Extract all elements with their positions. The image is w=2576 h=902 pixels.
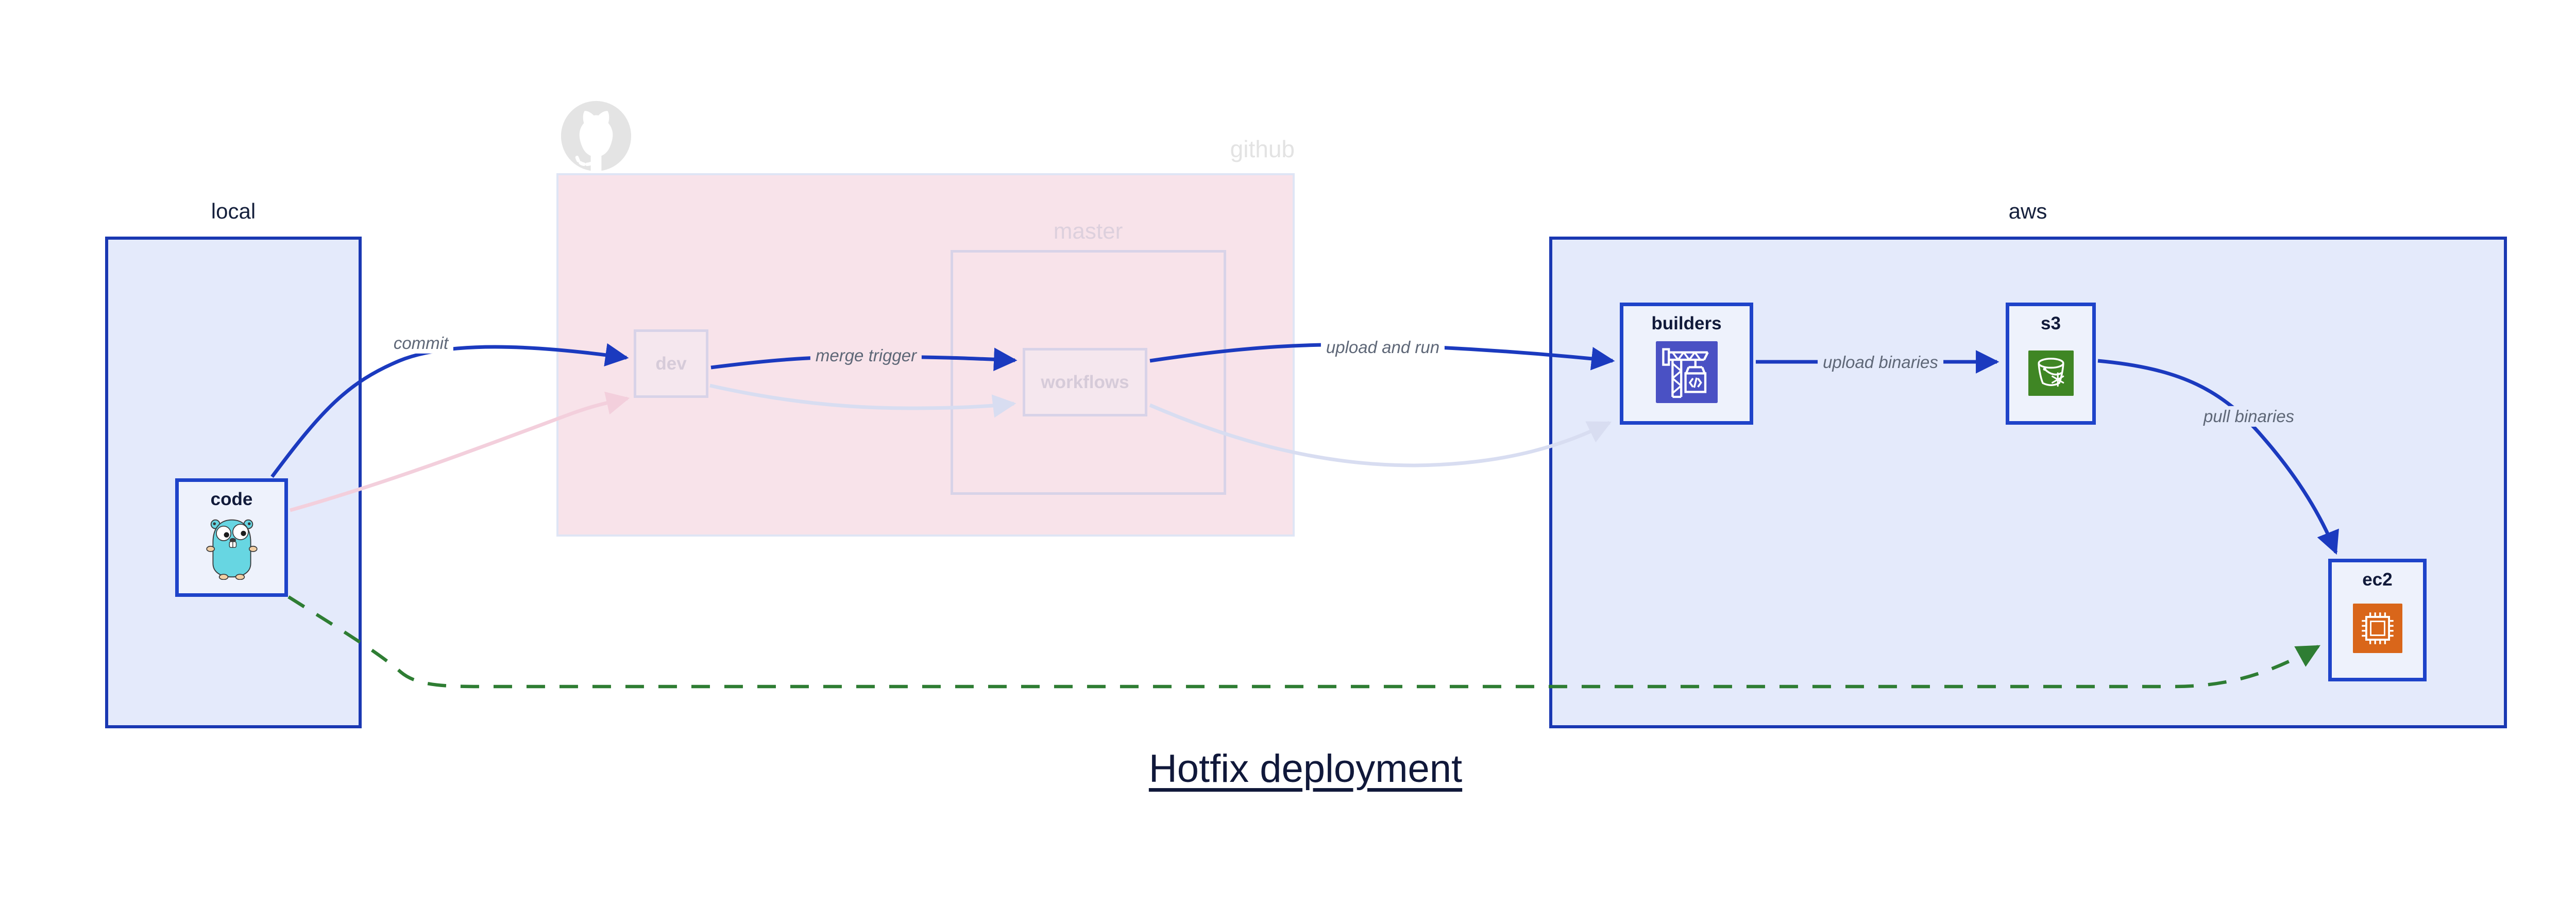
- node-s3-label: s3: [2041, 313, 2061, 333]
- group-local-label: local: [211, 199, 256, 223]
- node-dev-label: dev: [655, 353, 687, 374]
- edge-label-merge-trigger: merge trigger: [810, 345, 922, 366]
- group-master-label: master: [1053, 219, 1123, 244]
- group-github-label: github: [1230, 136, 1295, 162]
- node-ec2-label: ec2: [2362, 570, 2393, 590]
- node-dev: dev: [634, 329, 708, 398]
- edge-label-pull-binaries: pull binaries: [2198, 406, 2300, 427]
- edge-label-upload-binaries: upload binaries: [1818, 352, 1943, 373]
- node-ec2: ec2: [2328, 559, 2427, 681]
- go-gopher-icon: [206, 519, 258, 580]
- node-s3: s3: [2006, 303, 2096, 425]
- node-workflows-label: workflows: [1041, 372, 1129, 392]
- node-builders: builders: [1620, 303, 1753, 425]
- node-code-label: code: [210, 489, 253, 509]
- edge-label-commit: commit: [388, 332, 454, 354]
- ec2-chip-icon: [2352, 604, 2402, 653]
- codebuild-crane-icon: [1655, 341, 1718, 403]
- octocat-icon: [561, 101, 632, 173]
- node-workflows: workflows: [1023, 348, 1147, 416]
- edge-label-upload-and-run: upload and run: [1320, 337, 1445, 358]
- node-builders-label: builders: [1651, 313, 1722, 333]
- diagram-title: Hotfix deployment: [1148, 747, 1463, 791]
- group-master: [951, 250, 1226, 495]
- node-code: code: [175, 478, 288, 597]
- group-aws-label: aws: [2008, 199, 2047, 223]
- s3-bucket-snowflake-icon: [2028, 350, 2074, 396]
